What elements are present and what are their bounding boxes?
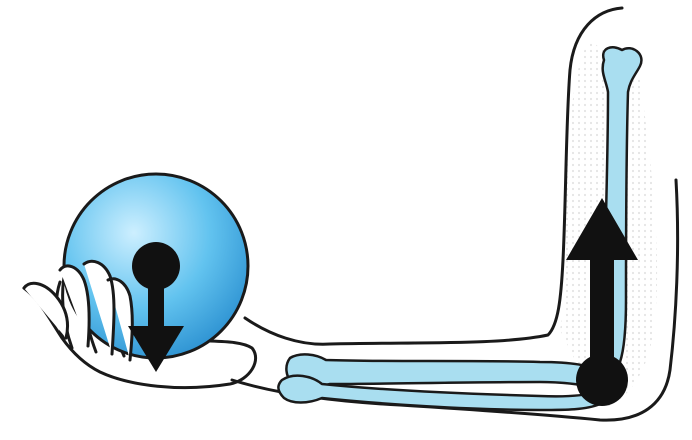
forearm-bone-upper xyxy=(286,354,600,388)
load-arrow-shaft xyxy=(148,270,164,332)
effort-arrow-shaft xyxy=(590,256,614,382)
